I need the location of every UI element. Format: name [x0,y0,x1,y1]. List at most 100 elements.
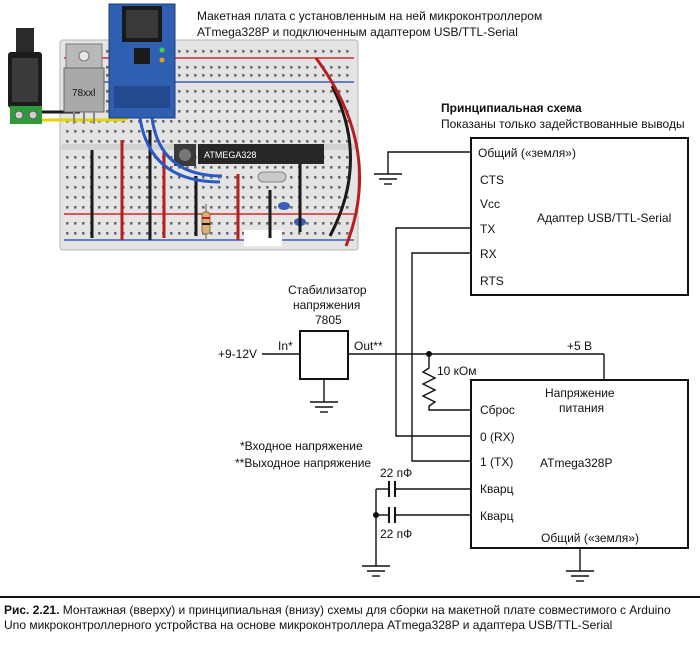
breadboard-hole [162,120,165,123]
breadboard-hole [138,166,141,169]
breadboard-hole [74,140,77,143]
breadboard-hole [210,222,213,225]
breadboard-hole [346,166,349,169]
breadboard-hole [202,206,205,209]
breadboard-hole [322,110,325,113]
adapter-pin-vcc: Vcc [480,197,500,211]
breadboard-hole [194,130,197,133]
breadboard-hole [170,156,173,159]
breadboard-hole [314,120,317,123]
breadboard-hole [290,74,293,77]
adapter-pin-cts: CTS [480,173,504,187]
breadboard-hole [242,120,245,123]
breadboard-hole [234,90,237,93]
breadboard-hole [98,156,101,159]
breadboard-hole [290,222,293,225]
breadboard-hole [202,176,205,179]
breadboard-hole [306,140,309,143]
breadboard-hole [322,206,325,209]
breadboard-hole [234,50,237,53]
breadboard-hole [250,110,253,113]
breadboard-hole [138,156,141,159]
breadboard-hole [194,100,197,103]
resistor-symbol [421,354,471,411]
breadboard-hole [322,50,325,53]
breadboard-hole [274,90,277,93]
breadboard-hole [114,176,117,179]
breadboard-hole [98,166,101,169]
breadboard-hole [210,196,213,199]
breadboard-hole [306,90,309,93]
breadboard-hole [242,100,245,103]
breadboard-hole [82,222,85,225]
wire-rx-to-tx [411,252,471,462]
breadboard-hole [330,120,333,123]
breadboard-hole [258,120,261,123]
breadboard-hole [146,186,149,189]
breadboard-hole [210,140,213,143]
breadboard-hole [178,110,181,113]
breadboard-hole [314,176,317,179]
breadboard-hole [162,130,165,133]
breadboard-hole [250,120,253,123]
breadboard-hole [210,100,213,103]
breadboard-hole [274,186,277,189]
breadboard-hole [186,100,189,103]
breadboard-hole [186,206,189,209]
breadboard-hole [226,176,229,179]
breadboard-hole [226,186,229,189]
breadboard-hole [314,140,317,143]
breadboard-hole [242,166,245,169]
schematic-subtitle: Показаны только задействованные выводы [441,117,685,131]
breadboard-hole [330,50,333,53]
note-input: *Входное напряжение [240,439,363,453]
breadboard-hole [170,222,173,225]
breadboard-hole [138,196,141,199]
breadboard-hole [178,90,181,93]
breadboard-hole [266,74,269,77]
breadboard-hole [322,196,325,199]
breadboard-hole [106,166,109,169]
breadboard-hole [290,186,293,189]
breadboard-hole [194,50,197,53]
breadboard-hole [314,74,317,77]
breadboard-hole [186,66,189,69]
breadboard-hole [82,156,85,159]
breadboard-hole [274,166,277,169]
breadboard-hole [114,222,117,225]
breadboard-hole [202,50,205,53]
breadboard-hole [178,74,181,77]
breadboard-hole [266,50,269,53]
cap-top-label: 22 пФ [380,466,412,480]
breadboard-hole [274,140,277,143]
breadboard-hole [250,74,253,77]
breadboard-hole [210,232,213,235]
figure-caption: Рис. 2.21. Монтажная (вверху) и принципи… [4,603,694,633]
breadboard-hole [170,196,173,199]
breadboard-hole [346,222,349,225]
breadboard-hole [170,130,173,133]
breadboard-hole [274,50,277,53]
breadboard-hole [250,166,253,169]
breadboard-hole [202,90,205,93]
breadboard-hole [306,110,309,113]
breadboard-hole [186,130,189,133]
breadboard-hole [322,176,325,179]
breadboard-hole [290,100,293,103]
breadboard-hole [346,120,349,123]
figure-caption-label: Рис. 2.21. [4,603,60,617]
breadboard-hole [250,90,253,93]
breadboard-hole [314,206,317,209]
label-patch [244,230,282,246]
breadboard-hole [226,50,229,53]
breadboard-hole [282,100,285,103]
breadboard-hole [258,100,261,103]
breadboard-hole [258,66,261,69]
breadboard-hole [242,176,245,179]
breadboard-hole [66,206,69,209]
breadboard-hole [322,222,325,225]
breadboard-hole [258,130,261,133]
breadboard-hole [314,130,317,133]
breadboard-hole [258,206,261,209]
breadboard-hole [234,232,237,235]
